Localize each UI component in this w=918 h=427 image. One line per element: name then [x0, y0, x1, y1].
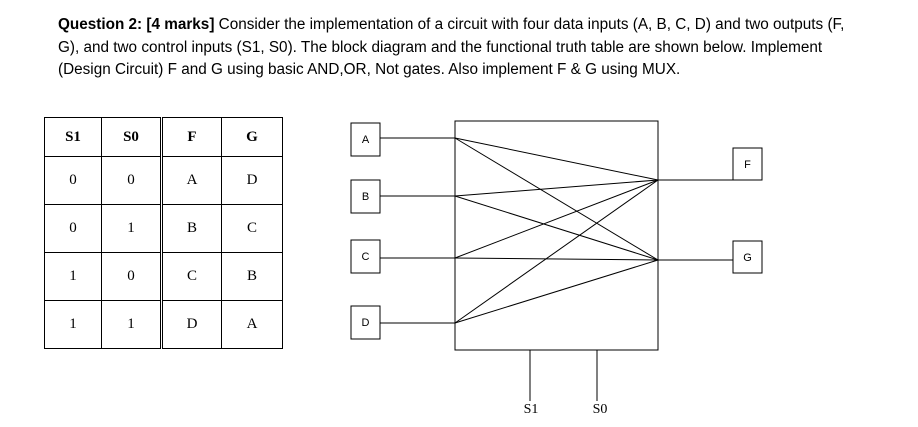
input-label-c: C [362, 251, 370, 263]
control-label-s1: S1 [524, 402, 539, 417]
route-a-f [454, 137, 659, 181]
route-d-f [454, 179, 659, 324]
table-row: 0 0 A D [44, 156, 283, 205]
input-box-c [350, 239, 381, 274]
header-s1: S1 [44, 117, 102, 157]
output-wires [658, 179, 733, 261]
input-wires [380, 137, 455, 324]
output-box-f [732, 147, 763, 181]
output-label-f: F [744, 159, 751, 171]
table-row: 1 0 C B [44, 252, 283, 301]
input-box-a [350, 122, 381, 157]
cell-s0: 0 [101, 252, 163, 301]
control-label-s0: S0 [593, 402, 608, 417]
header-g: G [221, 117, 283, 157]
cell-s1: 1 [44, 300, 102, 349]
route-a-g [454, 137, 659, 261]
cell-g: B [221, 252, 283, 301]
input-label-d: D [362, 317, 370, 329]
question-title: Question 2: [4 marks] [58, 16, 215, 33]
cell-s0: 1 [101, 300, 163, 349]
cell-s1: 1 [44, 252, 102, 301]
cell-f: B [161, 204, 222, 253]
cell-g: D [221, 156, 283, 205]
question-text: Question 2: [4 marks] Consider the imple… [58, 14, 858, 82]
output-box-g [732, 240, 763, 274]
table-row: 1 1 D A [44, 300, 283, 349]
cell-f: D [161, 300, 222, 349]
output-label-g: G [743, 252, 752, 264]
route-d-g [454, 259, 659, 324]
truth-table: S1 S0 F G 0 0 A D 0 1 B C 1 0 C B 1 1 D [44, 117, 283, 349]
cell-g: C [221, 204, 283, 253]
control-wires [529, 350, 598, 401]
route-c-f [454, 179, 659, 259]
input-label-b: B [362, 191, 369, 203]
input-label-a: A [362, 134, 370, 146]
circuit-block [454, 120, 659, 351]
cell-f: C [161, 252, 222, 301]
route-c-g [454, 257, 659, 261]
question-body: Consider the implementation of a circuit… [58, 16, 845, 79]
route-b-f [454, 179, 659, 197]
header-f: F [161, 117, 222, 157]
cell-g: A [221, 300, 283, 349]
table-row: 0 1 B C [44, 204, 283, 253]
internal-routing [454, 137, 659, 324]
route-b-g [454, 195, 659, 261]
